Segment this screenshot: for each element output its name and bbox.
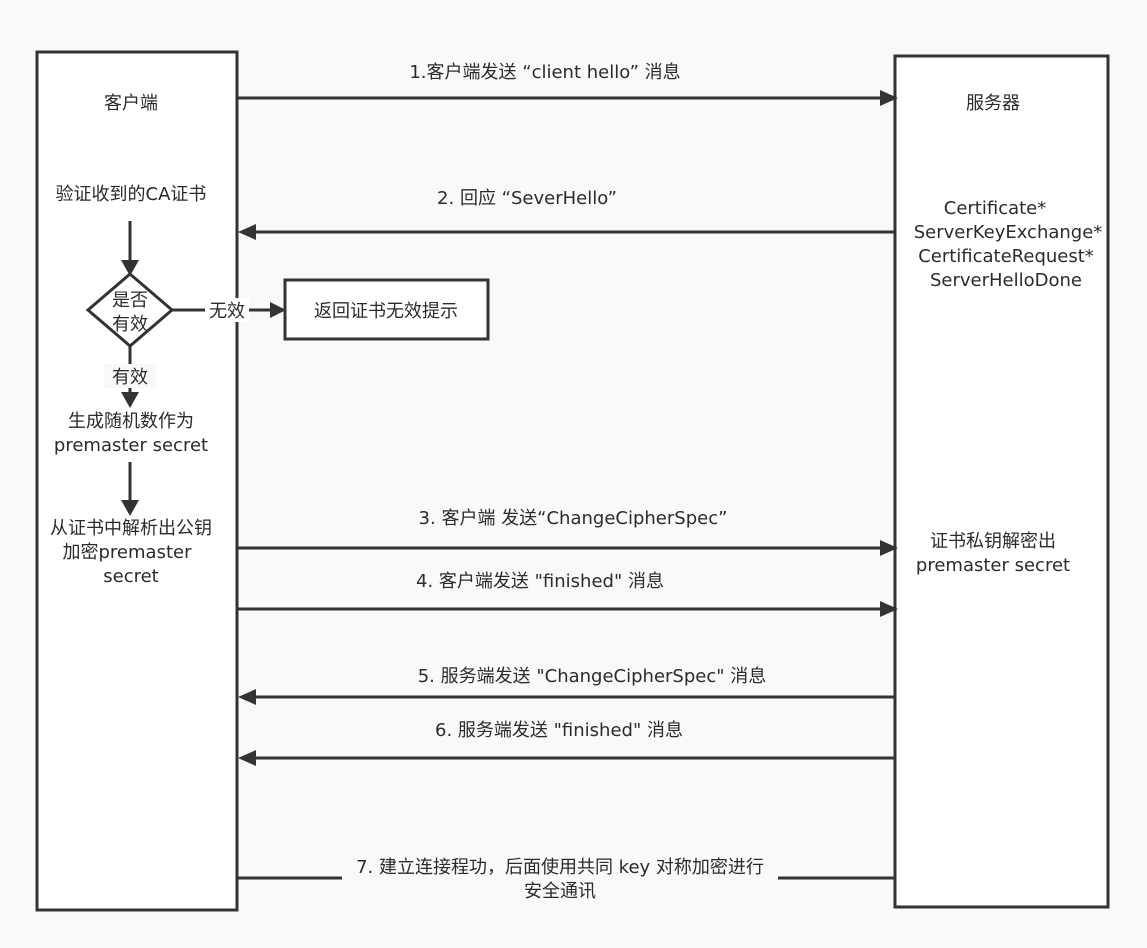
verify-to-decision-arrowhead [121, 260, 139, 276]
valid-label: 有效 [112, 367, 148, 388]
msg-2-arrowhead [238, 224, 256, 240]
server-box [893, 54, 1110, 909]
msg-7-label-line-2: 安全通讯 [524, 881, 596, 902]
msg-6-arrowhead [238, 750, 256, 766]
invalid-label-bg [205, 298, 249, 322]
client-box [35, 50, 239, 912]
client-title: 客户端 [104, 93, 158, 114]
msg-5-label: 5. 服务端发送 "ChangeCipherSpec" 消息 [418, 666, 767, 687]
generate-line-2: premaster secret [54, 435, 208, 456]
server-msg-key-exchange: ServerKeyExchange* [914, 222, 1103, 243]
decision-line-1: 是否 [112, 290, 148, 311]
msg-7-label-line-1: 7. 建立连接程功，后面使用共同 key 对称加密进行 [356, 857, 764, 878]
msg-2-label: 2. 回应 “SeverHello” [437, 188, 617, 209]
msg-4-label: 4. 客户端发送 "finished" 消息 [416, 571, 664, 592]
server-decrypt-line-1: 证书私钥解密出 [930, 531, 1056, 552]
msg-6-label: 6. 服务端发送 "finished" 消息 [435, 720, 683, 741]
msg-3-label: 3. 客户端 发送“ChangeCipherSpec” [419, 508, 728, 529]
verify-ca-step: 验证收到的CA证书 [56, 184, 207, 205]
generate-to-encrypt-arrowhead [121, 500, 139, 516]
invalid-result-text: 返回证书无效提示 [314, 301, 458, 322]
server-msg-certificate-request: CertificateRequest* [918, 246, 1094, 267]
invalid-branch-arrowhead [270, 302, 286, 318]
msg-1-arrowhead [880, 90, 898, 106]
server-msg-hello-done: ServerHelloDone [930, 270, 1082, 291]
msg-3-arrowhead [880, 540, 898, 556]
invalid-result-box [283, 278, 490, 341]
msg-4-arrowhead [880, 601, 898, 617]
server-title: 服务器 [966, 93, 1020, 114]
encrypt-line-3: secret [103, 566, 159, 587]
valid-label-bg [104, 364, 156, 388]
server-decrypt-line-2: premaster secret [916, 555, 1070, 576]
valid-branch-arrowhead [121, 392, 139, 408]
msg-5-arrowhead [238, 689, 256, 705]
msg-1-label: 1.客户端发送 “client hello” 消息 [409, 62, 680, 83]
decision-line-2: 有效 [112, 314, 148, 335]
encrypt-line-2: 加密premaster [63, 542, 193, 563]
invalid-label: 无效 [209, 301, 245, 322]
encrypt-line-1: 从证书中解析出公钥 [50, 518, 212, 539]
server-msg-certificate: Certificate* [944, 198, 1047, 219]
generate-line-1: 生成随机数作为 [68, 411, 194, 432]
msg-7-label-bg [342, 852, 778, 900]
